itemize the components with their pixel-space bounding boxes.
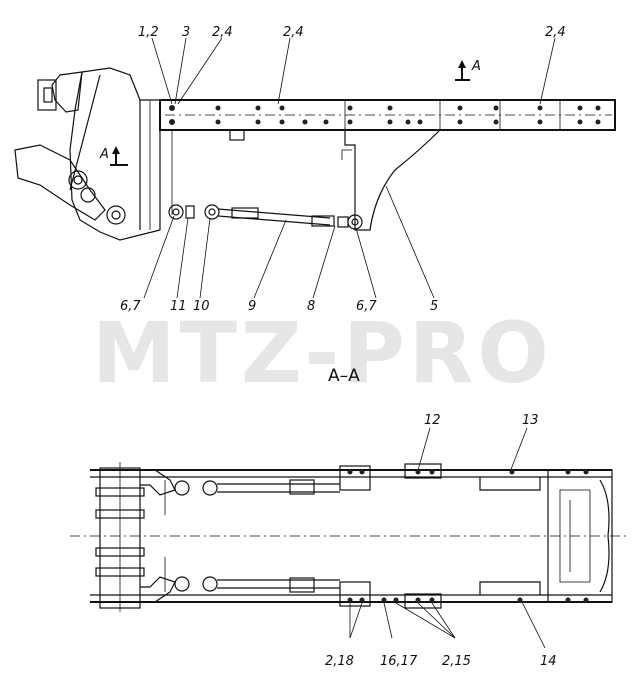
tie-rod-assembly xyxy=(168,204,363,230)
label-8: 8 xyxy=(307,299,315,314)
label-2-4-b: 2,4 xyxy=(283,25,304,40)
rail-bolts xyxy=(347,469,589,603)
watermark: MTZ-PRO xyxy=(92,304,553,402)
section-cut-marker-top: А xyxy=(455,59,481,81)
label-12: 12 xyxy=(424,413,441,428)
label-3: 3 xyxy=(182,25,190,40)
label-10: 10 xyxy=(193,299,210,314)
section-view: 12 13 2,18 16,17 2,15 14 xyxy=(70,413,630,669)
front-hitch xyxy=(95,462,176,612)
label-13: 13 xyxy=(522,413,539,428)
label-6-7-a: 6,7 xyxy=(120,299,141,314)
rail-brackets xyxy=(339,463,541,609)
label-5: 5 xyxy=(430,299,438,314)
leader-lines-section xyxy=(349,427,546,649)
label-1-2: 1,2 xyxy=(138,25,159,40)
label-2-4-a: 2,4 xyxy=(212,25,233,40)
cut-marker-label-left: А xyxy=(99,147,109,162)
cut-marker-label-top: А xyxy=(471,59,481,74)
front-mount-bracket xyxy=(14,67,161,241)
side-plate xyxy=(171,129,442,231)
label-14: 14 xyxy=(540,654,557,669)
tie-rods-section xyxy=(174,479,340,593)
callout-labels-top: 1,2 3 2,4 2,4 2,4 6,7 11 10 9 8 6,7 5 xyxy=(120,25,566,314)
section-title: А–А xyxy=(328,366,360,386)
label-9: 9 xyxy=(248,299,256,314)
callout-labels-section: 12 13 2,18 16,17 2,15 14 xyxy=(325,413,557,669)
main-frame-beam xyxy=(159,99,616,131)
label-11: 11 xyxy=(170,299,187,314)
leader-lines-top xyxy=(143,37,556,299)
label-6-7-b: 6,7 xyxy=(356,299,377,314)
label-2-15: 2,15 xyxy=(442,654,471,669)
section-cut-marker-left: А xyxy=(99,146,128,166)
label-2-18: 2,18 xyxy=(325,654,354,669)
label-16-17: 16,17 xyxy=(380,654,418,669)
label-2-4-c: 2,4 xyxy=(545,25,566,40)
rear-crossmember xyxy=(547,469,613,603)
side-view: А А 1,2 3 2,4 2,4 xyxy=(14,25,616,314)
